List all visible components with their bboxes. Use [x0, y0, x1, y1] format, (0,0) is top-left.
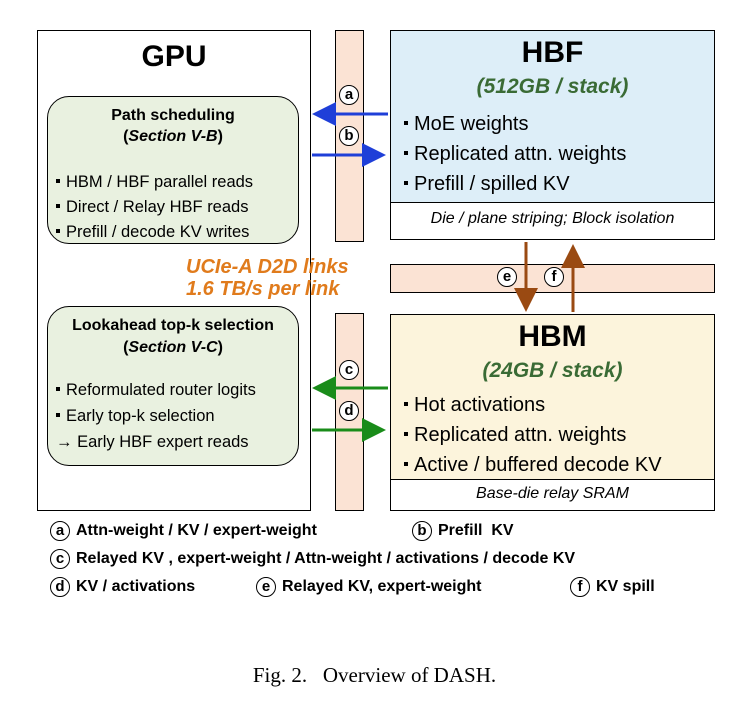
list-item: Replicated attn. weights	[404, 139, 626, 169]
marker-b-icon: b	[412, 521, 432, 541]
links-label-1: UCIe-A D2D links	[186, 256, 349, 278]
list-item: MoE weights	[404, 109, 626, 139]
list-item: Early top-k selection	[56, 403, 256, 429]
figure-caption: Fig. 2. Overview of DASH.	[252, 663, 497, 687]
list-item: Hot activations	[404, 390, 662, 420]
bullet-icon	[56, 412, 60, 417]
section-ref: Section V-B	[128, 128, 218, 145]
lookahead-title: Lookahead top-k selection	[72, 317, 274, 334]
marker-b-icon: b	[339, 126, 359, 146]
path-scheduling-block	[47, 96, 299, 244]
bullet-icon	[404, 150, 408, 155]
marker-c-icon: c	[50, 549, 70, 569]
marker-a-icon: a	[50, 521, 70, 541]
path-scheduling-list: HBM / HBF parallel reads Direct / Relay …	[56, 170, 253, 245]
hbf-footer-box	[390, 202, 715, 240]
lookahead-block	[47, 306, 299, 466]
marker-a-icon: a	[339, 85, 359, 105]
section-close-paren: )	[217, 128, 223, 145]
section-ref: Section V-C	[128, 339, 218, 356]
section-close-paren: )	[217, 339, 223, 356]
hbm-footer-box	[390, 479, 715, 511]
bullet-icon	[404, 120, 408, 125]
list-item: Direct / Relay HBF reads	[56, 195, 253, 220]
hbm-title: HBM	[518, 320, 587, 353]
marker-e-icon: e	[497, 267, 517, 287]
bullet-icon	[404, 461, 408, 466]
hbm-footer: Base-die relay SRAM	[476, 485, 629, 502]
hbf-title: HBF	[521, 36, 584, 69]
marker-d-icon: d	[50, 577, 70, 597]
bullet-icon	[56, 386, 60, 391]
bullet-icon	[56, 228, 60, 233]
marker-c-icon: c	[339, 360, 359, 380]
lookahead-list: Reformulated router logits Early top-k s…	[56, 377, 256, 455]
list-item: HBM / HBF parallel reads	[56, 170, 253, 195]
bullet-icon	[56, 178, 60, 183]
marker-f-icon: f	[570, 577, 590, 597]
bullet-icon	[56, 203, 60, 208]
section-open-paren: (	[123, 339, 129, 356]
path-scheduling-title: Path scheduling	[111, 107, 235, 124]
list-item: Active / buffered decode KV	[404, 450, 662, 480]
gpu-title: GPU	[141, 40, 207, 73]
list-item: Reformulated router logits	[56, 377, 256, 403]
hbm-capacity: (24GB / stack)	[482, 359, 623, 382]
marker-d-icon: d	[339, 401, 359, 421]
bullet-icon	[404, 431, 408, 436]
hbf-capacity: (512GB / stack)	[476, 75, 629, 98]
list-item: → Early HBF expert reads	[56, 433, 249, 451]
links-label-2: 1.6 TB/s per link	[186, 278, 340, 300]
bullet-icon	[404, 401, 408, 406]
marker-f-icon: f	[544, 267, 564, 287]
bullet-icon	[404, 180, 408, 185]
section-open-paren: (	[123, 128, 129, 145]
hbf-list: MoE weights Replicated attn. weights Pre…	[404, 109, 626, 199]
path-scheduling-section: (Section V-B)	[47, 128, 299, 146]
list-item: Replicated attn. weights	[404, 420, 662, 450]
marker-e-icon: e	[256, 577, 276, 597]
hbm-list: Hot activations Replicated attn. weights…	[404, 390, 662, 480]
list-item: Prefill / spilled KV	[404, 169, 626, 199]
hbf-footer: Die / plane striping; Block isolation	[430, 210, 675, 227]
list-item: Prefill / decode KV writes	[56, 220, 253, 245]
lookahead-section: (Section V-C)	[47, 339, 299, 357]
